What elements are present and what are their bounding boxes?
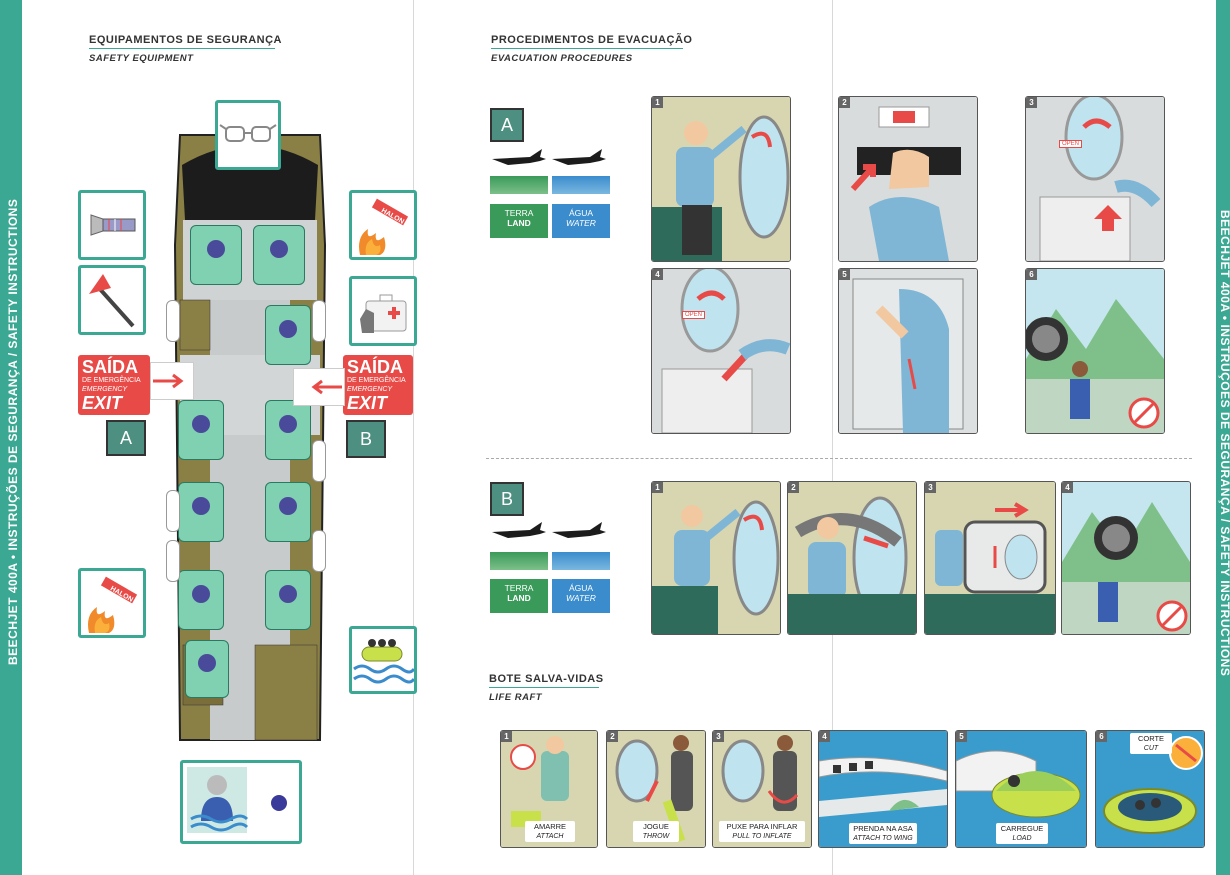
evacuation-subtitle: EVACUATION PROCEDURES: [491, 53, 633, 64]
emergency-exit-sign-right: SAÍDA DE EMERGÊNCIA EMERGENCY EXIT: [343, 355, 413, 415]
seat-marker: [192, 497, 210, 516]
land-label: TERRA LAND: [490, 204, 548, 238]
life-raft-icon: [349, 626, 417, 694]
exit-arrow-left: [150, 362, 194, 400]
jet-plane-icon: [492, 522, 606, 538]
seat-marker: [279, 585, 297, 604]
first-aid-kit-icon: [349, 276, 417, 346]
water-strip: [552, 176, 610, 194]
seat-marker: [207, 240, 225, 259]
passenger-seat: [265, 570, 311, 630]
seat-marker: [192, 415, 210, 434]
passenger-seat: [265, 305, 311, 365]
door-a-label: A: [106, 420, 146, 456]
open-label: OPEN: [682, 311, 706, 319]
evacuation-a-step-3: OPEN 3: [1025, 96, 1165, 262]
evacuation-b-step-1: 1: [651, 481, 781, 635]
life-vest-panel: [180, 760, 302, 844]
passenger-seat: [185, 640, 229, 698]
passenger-seat: [178, 400, 224, 460]
life-raft-subtitle: LIFE RAFT: [489, 692, 543, 703]
evacuation-a-step-6: 6: [1025, 268, 1165, 434]
goggles-icon: [215, 100, 281, 170]
passenger-seat: [265, 400, 311, 460]
life-raft-title: BOTE SALVA-VIDAS: [489, 673, 604, 685]
open-label: OPEN: [1059, 140, 1083, 148]
section-a-letter: A: [490, 108, 524, 142]
title-rule: [491, 48, 683, 49]
passenger-seat: [265, 482, 311, 542]
section-b-letter: B: [490, 482, 524, 516]
evacuation-b-step-4: 4: [1061, 481, 1191, 635]
title-rule: [89, 48, 275, 49]
section-divider: [486, 458, 1192, 459]
door-b-label: B: [346, 420, 386, 458]
cabin-window: [166, 540, 180, 582]
evacuation-a-step-4: OPEN 4: [651, 268, 791, 434]
right-spine: [1216, 0, 1230, 875]
water-label: ÁGUA WATER: [552, 204, 610, 238]
cabin-window: [312, 530, 326, 572]
page-fold-left: [413, 0, 414, 875]
seat-marker: [279, 320, 297, 339]
crash-axe-icon: [78, 265, 146, 335]
cabin-window: [166, 490, 180, 532]
cabin-window: [166, 300, 180, 342]
seat-marker: [279, 497, 297, 516]
page-fold-right: [832, 0, 833, 875]
passenger-seat: [178, 570, 224, 630]
land-strip: [490, 552, 548, 570]
seat-marker: [198, 654, 216, 673]
passenger-seat: [253, 225, 305, 285]
flashlight-icon: [78, 190, 146, 260]
land-strip: [490, 176, 548, 194]
left-spine-text: BEECHJET 400A • INSTRUÇÕES DE SEGURANÇA …: [6, 198, 20, 665]
seat-marker: [270, 240, 288, 259]
cabin-window: [312, 300, 326, 342]
halon-extinguisher-icon: HALON: [78, 568, 146, 638]
evacuation-title: PROCEDIMENTOS DE EVACUAÇÃO: [491, 34, 693, 46]
evacuation-a-step-5: 5: [838, 268, 978, 434]
evacuation-b-step-2: 2: [787, 481, 917, 635]
seat-marker: [192, 585, 210, 604]
passenger-seat: [178, 482, 224, 542]
emergency-exit-sign-left: SAÍDA DE EMERGÊNCIA EMERGENCY EXIT: [78, 355, 150, 415]
evacuation-a-step-1: 1: [651, 96, 791, 262]
left-spine: [0, 0, 22, 875]
evacuation-b-step-3: 3: [924, 481, 1056, 635]
water-label: ÁGUA WATER: [552, 579, 610, 613]
passenger-seat: [190, 225, 242, 285]
water-strip: [552, 552, 610, 570]
safety-equipment-title: EQUIPAMENTOS DE SEGURANÇA: [89, 34, 283, 46]
land-label: TERRA LAND: [490, 579, 548, 613]
seat-marker: [279, 415, 297, 434]
safety-equipment-subtitle: SAFETY EQUIPMENT: [89, 53, 194, 64]
right-spine-text: BEECHJET 400A • INSTRUÇÕES DE SEGURANÇA …: [1218, 210, 1230, 677]
exit-arrow-right: [293, 368, 345, 406]
jet-plane-icon: [492, 149, 606, 165]
cabin-window: [312, 440, 326, 482]
halon-extinguisher-icon: HALON: [349, 190, 417, 260]
title-rule: [489, 687, 599, 688]
evacuation-a-step-2: 2: [838, 96, 978, 262]
